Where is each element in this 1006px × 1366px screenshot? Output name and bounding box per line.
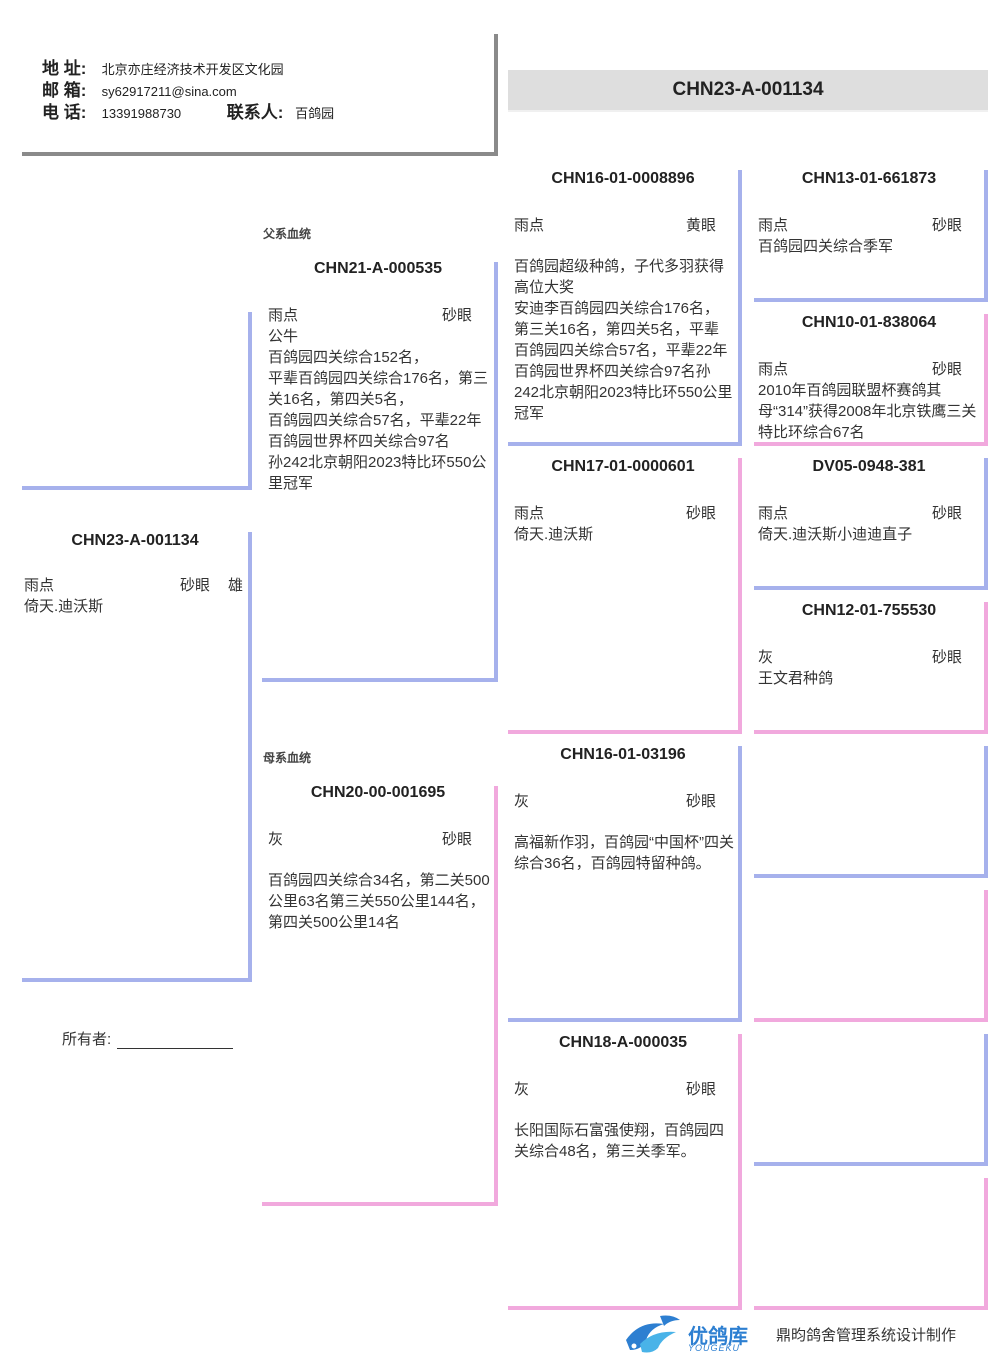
dam-card: CHN20-00-001695 灰 砂眼 百鸽园四关综合34名，第二关500公里… [262, 784, 498, 1206]
sds-eye: 砂眼 [932, 505, 963, 522]
sire-eye: 砂眼 [442, 307, 473, 324]
sss-eye: 砂眼 [932, 217, 963, 234]
sire-dam-eye: 砂眼 [686, 505, 717, 522]
sire-sire-color: 雨点 [514, 217, 545, 234]
phone-value: 13391988730 [101, 106, 182, 121]
sire-sire-info: 百鸽园超级种鸽，子代多羽获得高位大奖 安迪李百鸽园四关综合176名，第三关16名… [514, 258, 733, 422]
footer-credit: 鼎昀鸽舍管理系统设计制作 [776, 1327, 957, 1344]
dam-line-label: 母系血统 [263, 751, 312, 765]
contact-person-value: 百鸽园 [295, 106, 335, 121]
dam-eye: 砂眼 [442, 831, 473, 848]
sdd-info: 王文君种鸽 [758, 670, 834, 687]
subject-sire-connector [22, 312, 252, 490]
sdd-eye: 砂眼 [932, 649, 963, 666]
subject-card: CHN23-A-001134 雨点 砂眼 雄 倚天.迪沃斯 [22, 532, 252, 982]
contact-address-row: 地 址: 北京亦庄经济技术开发区文化园 [42, 54, 284, 79]
sire-sire-ring: CHN16-01-0008896 [551, 170, 695, 187]
sss-info: 百鸽园四关综合季军 [758, 238, 894, 255]
sire-color: 雨点 [268, 307, 299, 324]
ssd-info: 2010年百鸽园联盟杯赛鸽其母“314”获得2008年北京铁鹰三关特比环综合67… [758, 382, 977, 441]
dam-dam-eye: 砂眼 [686, 1081, 717, 1098]
subject-ring: CHN23-A-001134 [71, 532, 199, 549]
dam-ring: CHN20-00-001695 [310, 784, 446, 801]
ssd-card: CHN10-01-838064 雨点 砂眼 2010年百鸽园联盟杯赛鸽其母“31… [754, 314, 988, 446]
sire-dam-ring: CHN17-01-0000601 [551, 458, 695, 475]
dam-dam-card: CHN18-A-000035 灰 砂眼 长阳国际石富强使翔，百鸽园四关综合48名… [508, 1034, 742, 1310]
owner-blank-line[interactable] [117, 1032, 234, 1049]
main-ring-underline [508, 110, 988, 112]
dam-sire-color: 灰 [514, 793, 530, 810]
dsd-card [754, 890, 988, 1022]
phone-label: 电 话: [42, 103, 87, 122]
dam-sire-info: 高福新作羽，百鸽园“中国杯”四关综合36名，百鸽园特留种鸽。 [514, 834, 734, 872]
subject-eye: 砂眼 [180, 577, 211, 594]
dam-color: 灰 [268, 831, 284, 848]
dam-dam-ring: CHN18-A-000035 [558, 1034, 688, 1051]
dam-dam-info: 长阳国际石富强使翔，百鸽园四关综合48名，第三关季军。 [514, 1122, 725, 1160]
dam-sire-ring: CHN16-01-03196 [560, 746, 686, 763]
sds-info: 倚天.迪沃斯小迪迪直子 [758, 526, 913, 543]
sss-color: 雨点 [758, 217, 789, 234]
address-value: 北京亦庄经济技术开发区文化园 [101, 62, 284, 77]
ssd-eye: 砂眼 [932, 361, 963, 378]
main-ring-title: CHN23-A-001134 [508, 70, 988, 110]
sds-card: DV05-0948-381 雨点 砂眼 倚天.迪沃斯小迪迪直子 [754, 458, 988, 590]
sire-card: CHN21-A-000535 雨点 砂眼 公牛 百鸽园四关综合152名， 平辈百… [262, 260, 498, 682]
sds-ring: DV05-0948-381 [812, 458, 926, 475]
sdd-color: 灰 [758, 649, 774, 666]
sdd-ring: CHN12-01-755530 [801, 602, 937, 619]
sss-ring: CHN13-01-661873 [801, 170, 937, 187]
subject-color: 雨点 [24, 577, 55, 594]
subject-info: 倚天.迪沃斯 [24, 598, 104, 615]
dam-dam-color: 灰 [514, 1081, 530, 1098]
sire-sire-card: CHN16-01-0008896 雨点 黄眼 百鸽园超级种鸽，子代多羽获得高位大… [508, 170, 742, 446]
address-label: 地 址: [42, 59, 87, 78]
dam-sire-card: CHN16-01-03196 灰 砂眼 高福新作羽，百鸽园“中国杯”四关综合36… [508, 746, 742, 1022]
owner-label: 所有者: [62, 1031, 112, 1048]
contact-box: 地 址: 北京亦庄经济技术开发区文化园 邮 箱: sy62917211@sina… [22, 34, 498, 156]
dam-sire-eye: 砂眼 [686, 793, 717, 810]
sire-dam-color: 雨点 [514, 505, 545, 522]
email-value: sy62917211@sina.com [101, 84, 237, 99]
dds-card [754, 1034, 988, 1166]
sss-card: CHN13-01-661873 雨点 砂眼 百鸽园四关综合季军 [754, 170, 988, 302]
owner-field: 所有者: [62, 1028, 234, 1049]
brand-name: 优鸽库 [688, 1326, 748, 1348]
sire-dam-info: 倚天.迪沃斯 [514, 526, 594, 543]
sire-ring: CHN21-A-000535 [313, 260, 443, 277]
sire-dam-card: CHN17-01-0000601 雨点 砂眼 倚天.迪沃斯 [508, 458, 742, 734]
ssd-ring: CHN10-01-838064 [801, 314, 937, 331]
sire-line-label: 父系血统 [263, 227, 312, 241]
email-label: 邮 箱: [42, 81, 87, 100]
brand-sub: YOUGEKU [688, 1343, 741, 1353]
contact-phone-row: 电 话: 13391988730 联系人: 百鸽园 [42, 98, 334, 123]
dam-info: 百鸽园四关综合34名，第二关500公里63名第三关550公里144名，第四关50… [268, 872, 490, 931]
sdd-card: CHN12-01-755530 灰 砂眼 王文君种鸽 [754, 602, 988, 734]
sire-sire-eye: 黄眼 [686, 217, 717, 234]
sire-info: 公牛 百鸽园四关综合152名， 平辈百鸽园四关综合176名，第三关16名，第四关… [268, 328, 489, 492]
wave-bird-logo-icon [620, 1310, 684, 1361]
subject-sex: 雄 [228, 577, 244, 594]
contact-person-label: 联系人: [226, 103, 284, 122]
dss-card [754, 746, 988, 878]
contact-email-row: 邮 箱: sy62917211@sina.com [42, 76, 237, 101]
sds-color: 雨点 [758, 505, 789, 522]
ssd-color: 雨点 [758, 361, 789, 378]
ddd-card [754, 1178, 988, 1310]
